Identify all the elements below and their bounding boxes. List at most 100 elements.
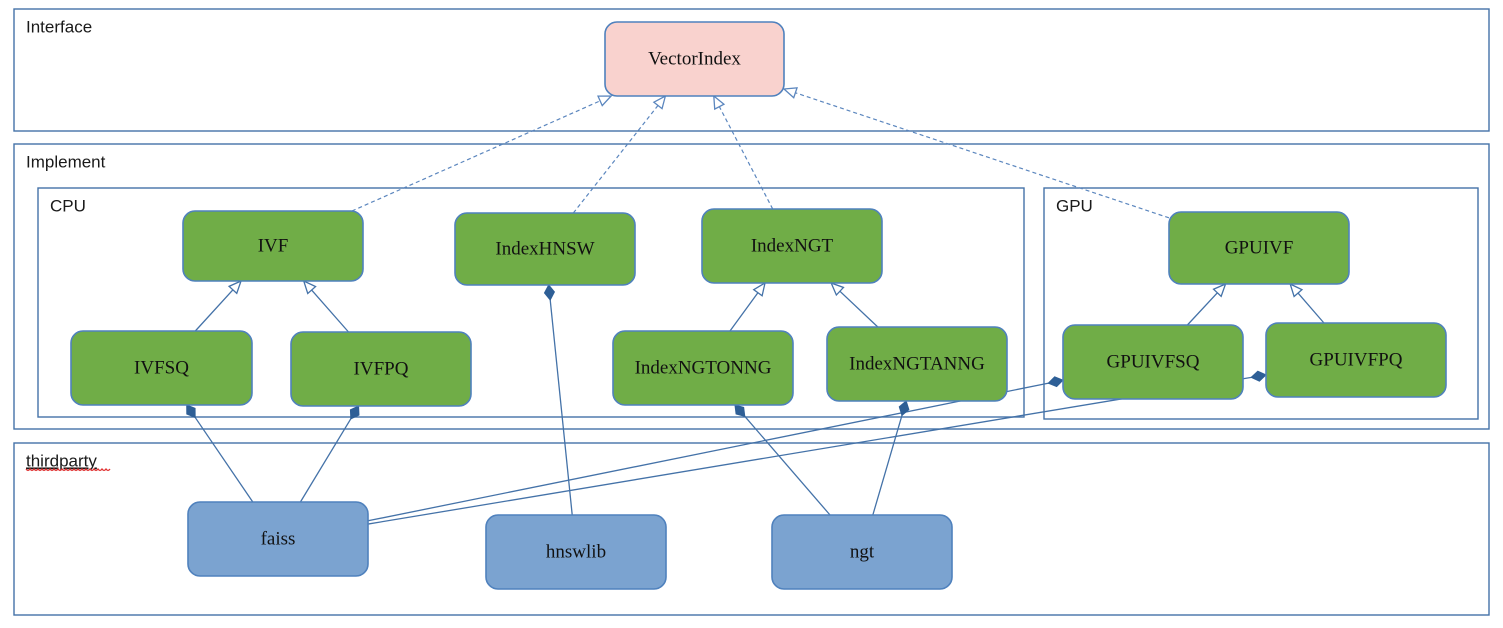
edge-line [838, 290, 879, 328]
node-label-ngt: ngt [850, 541, 875, 562]
edge-line [718, 105, 774, 210]
edge-gpuivfsq-to-gpuivf [1186, 282, 1227, 326]
node-box-gpuivfpq[interactable] [1265, 322, 1447, 398]
node-box-ivfsq[interactable] [70, 330, 253, 406]
node-box-indexngtonng[interactable] [612, 330, 794, 406]
node-box-indexhnsw[interactable] [454, 212, 636, 286]
node-label-gpuivf: GPUIVF [1225, 237, 1294, 258]
arrowhead-hollow-triangle [652, 94, 667, 110]
node-box-faiss[interactable] [187, 501, 369, 577]
arrowhead-filled-diamond [734, 404, 746, 418]
arrowhead-filled-diamond [898, 400, 910, 417]
node-box-gpuivf[interactable] [1168, 211, 1350, 285]
edge-faiss-to-gpuivfsq [367, 376, 1064, 522]
node-hnswlib[interactable]: hnswlib [485, 514, 667, 590]
edge-ivfsq-to-ivf [194, 279, 243, 332]
edge-indexhnsw-to-vectorindex [572, 94, 667, 214]
arrowhead-hollow-triangle [713, 94, 726, 111]
edge-line [872, 414, 903, 516]
arrowhead-hollow-triangle [782, 87, 798, 99]
edge-line [729, 291, 760, 332]
edge-ngt-to-indexngtanng [872, 400, 910, 516]
node-indexngtonng[interactable]: IndexNGTONNG [612, 330, 794, 406]
edges-layer [186, 87, 1325, 525]
group-label-interface: Interface [26, 17, 92, 36]
edge-faiss-to-ivfsq [186, 404, 254, 503]
arrowhead-hollow-triangle [1212, 282, 1227, 298]
node-label-gpuivfpq: GPUIVFPQ [1310, 349, 1403, 370]
node-label-vectorindex: VectorIndex [648, 48, 741, 69]
arrowhead-hollow-triangle [752, 281, 766, 297]
node-box-ivfpq[interactable] [290, 331, 472, 407]
arrowhead-filled-diamond [186, 404, 196, 419]
edge-line [743, 415, 831, 516]
edge-line [194, 288, 235, 332]
node-indexngt[interactable]: IndexNGT [701, 208, 883, 284]
node-ivfpq[interactable]: IVFPQ [290, 331, 472, 407]
edge-gpuivfpq-to-gpuivf [1289, 282, 1325, 324]
edge-ngt-to-indexngtonng [734, 404, 831, 516]
node-gpuivf[interactable]: GPUIVF [1168, 211, 1350, 285]
arrowhead-hollow-triangle [597, 95, 613, 107]
node-box-gpuivfsq[interactable] [1062, 324, 1244, 400]
node-ngt[interactable]: ngt [771, 514, 953, 590]
node-box-ngt[interactable] [771, 514, 953, 590]
node-box-vectorindex[interactable] [604, 21, 785, 97]
node-label-ivfsq: IVFSQ [134, 357, 189, 378]
node-label-gpuivfsq: GPUIVFSQ [1107, 351, 1200, 372]
edge-line [794, 91, 1170, 219]
group-label-gpu: GPU [1056, 196, 1093, 215]
node-label-indexngt: IndexNGT [751, 235, 834, 256]
edge-line [572, 104, 660, 214]
edge-line [367, 382, 1050, 522]
edge-line [367, 376, 1253, 525]
spellcheck-underline-thirdparty [25, 467, 111, 472]
edge-faiss-to-ivfpq [299, 405, 360, 503]
edge-ivfpq-to-ivf [302, 279, 350, 333]
node-box-indexngt[interactable] [701, 208, 883, 284]
group-label-implement: Implement [26, 152, 106, 171]
node-label-indexhnsw: IndexHNSW [495, 238, 594, 259]
edge-hnswlib-to-indexhnsw [543, 284, 573, 516]
edge-line [194, 416, 254, 503]
node-label-faiss: faiss [261, 528, 296, 549]
arrowhead-filled-diamond [1047, 376, 1064, 388]
node-faiss[interactable]: faiss [187, 501, 369, 577]
arrowhead-hollow-triangle [302, 279, 317, 295]
node-label-ivf: IVF [258, 235, 289, 256]
node-indexhnsw[interactable]: IndexHNSW [454, 212, 636, 286]
arrowhead-hollow-triangle [1289, 282, 1304, 298]
node-box-ivf[interactable] [182, 210, 364, 282]
edge-line [299, 417, 352, 503]
edge-gpuivf-to-vectorindex [782, 87, 1170, 219]
node-vectorindex[interactable]: VectorIndex [604, 21, 785, 97]
edge-indexngtonng-to-indexngt [729, 281, 766, 332]
arrowhead-filled-diamond [543, 284, 556, 301]
node-label-hnswlib: hnswlib [546, 541, 606, 562]
edge-ivf-to-vectorindex [351, 95, 613, 212]
edge-line [549, 298, 573, 516]
node-indexngtanng[interactable]: IndexNGTANNG [826, 326, 1008, 402]
node-gpuivfsq[interactable]: GPUIVFSQ [1062, 324, 1244, 400]
group-label-cpu: CPU [50, 196, 86, 215]
edge-line [310, 288, 350, 333]
arrowhead-filled-diamond [349, 405, 360, 420]
node-label-indexngtanng: IndexNGTANNG [849, 353, 985, 374]
arrowhead-hollow-triangle [830, 281, 845, 297]
node-label-ivfpq: IVFPQ [354, 358, 409, 379]
node-label-indexngtonng: IndexNGTONNG [635, 357, 772, 378]
node-gpuivfpq[interactable]: GPUIVFPQ [1265, 322, 1447, 398]
arrowhead-hollow-triangle [227, 279, 243, 295]
edge-line [1186, 291, 1219, 326]
edge-indexngt-to-vectorindex [713, 94, 774, 210]
node-box-hnswlib[interactable] [485, 514, 667, 590]
node-ivf[interactable]: IVF [182, 210, 364, 282]
edge-faiss-to-gpuivfpq [367, 370, 1267, 525]
edge-line [1296, 291, 1325, 324]
node-box-indexngtanng[interactable] [826, 326, 1008, 402]
node-ivfsq[interactable]: IVFSQ [70, 330, 253, 406]
edge-indexngtanng-to-indexngt [830, 281, 879, 328]
